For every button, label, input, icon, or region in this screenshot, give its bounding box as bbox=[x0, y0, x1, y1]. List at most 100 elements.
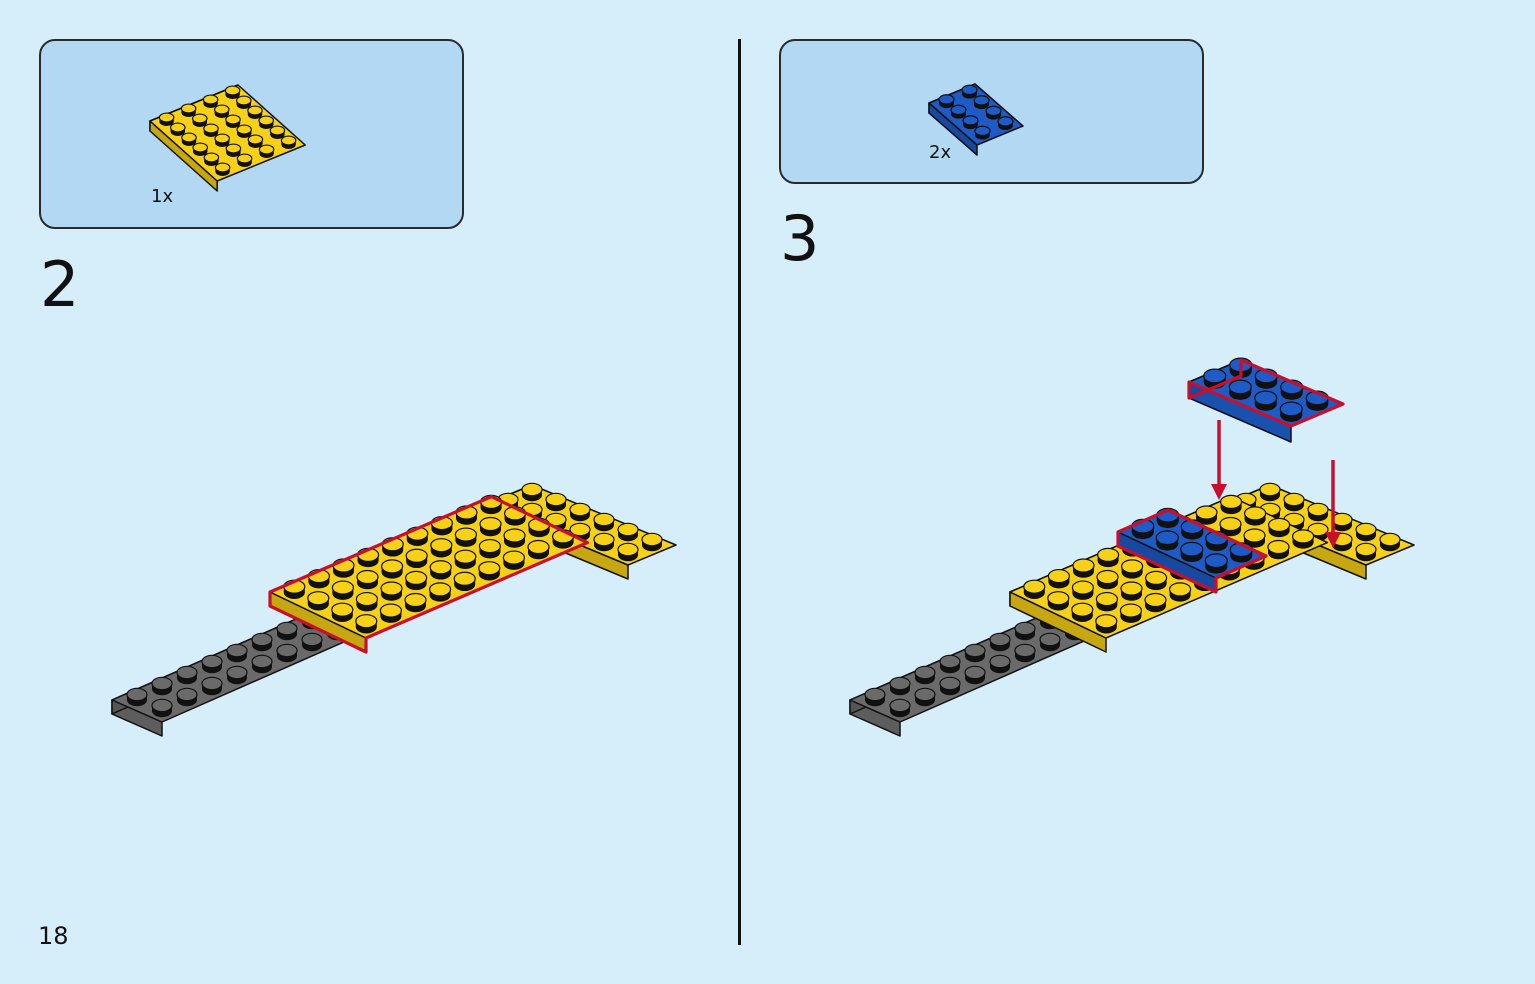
stud bbox=[1242, 550, 1266, 570]
stud bbox=[1219, 494, 1243, 515]
stud bbox=[1180, 519, 1204, 540]
stud bbox=[326, 599, 348, 619]
stud bbox=[381, 559, 404, 579]
stud bbox=[527, 539, 550, 560]
stud bbox=[964, 643, 986, 663]
new-part-highlight bbox=[1116, 508, 1268, 594]
stud bbox=[1071, 580, 1095, 600]
stud bbox=[1203, 368, 1227, 389]
stud bbox=[1145, 548, 1168, 569]
stud bbox=[251, 654, 273, 674]
new-part-highlight bbox=[1187, 358, 1345, 428]
stud bbox=[381, 537, 404, 557]
step-3-model bbox=[849, 357, 1415, 737]
stud bbox=[355, 614, 378, 634]
stud bbox=[1064, 599, 1086, 619]
stud bbox=[307, 568, 330, 589]
stud bbox=[1180, 541, 1204, 563]
stud bbox=[617, 522, 639, 542]
yellow-plate-base bbox=[1221, 482, 1415, 580]
stud bbox=[326, 621, 348, 641]
stud bbox=[1039, 632, 1061, 652]
stud bbox=[454, 527, 477, 547]
stud bbox=[1355, 522, 1377, 542]
stud bbox=[479, 516, 502, 537]
step-number: 3 bbox=[780, 202, 820, 275]
yellow-plate-new bbox=[268, 494, 590, 654]
stud bbox=[376, 599, 398, 619]
stud bbox=[151, 676, 173, 696]
stud bbox=[1120, 559, 1144, 579]
stud bbox=[201, 676, 223, 696]
stud bbox=[1156, 507, 1180, 529]
stud bbox=[1254, 390, 1278, 411]
stud bbox=[480, 494, 503, 515]
stud bbox=[1114, 599, 1136, 619]
stud bbox=[1072, 558, 1095, 578]
stud bbox=[226, 643, 248, 663]
stud bbox=[351, 588, 373, 608]
stud bbox=[1144, 570, 1168, 591]
stud bbox=[1279, 401, 1303, 422]
stud bbox=[497, 492, 519, 512]
stud bbox=[1307, 502, 1329, 522]
stud bbox=[551, 529, 575, 549]
stud bbox=[1169, 560, 1192, 580]
stud bbox=[1144, 592, 1167, 613]
stud bbox=[593, 512, 615, 532]
gray-plate bbox=[111, 588, 413, 737]
stud bbox=[1064, 621, 1086, 641]
parts-callout-step-2: 1x bbox=[39, 39, 464, 229]
stud bbox=[889, 698, 911, 718]
stud bbox=[454, 549, 477, 569]
stud bbox=[1168, 582, 1192, 602]
stud bbox=[332, 558, 355, 578]
step-2-model bbox=[111, 482, 677, 737]
stud bbox=[1023, 579, 1046, 599]
stud bbox=[527, 517, 551, 538]
stud bbox=[351, 610, 373, 630]
stud bbox=[226, 665, 248, 685]
stud bbox=[1195, 505, 1218, 525]
stud bbox=[1096, 547, 1120, 568]
stud bbox=[503, 528, 526, 548]
stud bbox=[1229, 542, 1253, 563]
blue-plate-floating bbox=[1187, 357, 1345, 443]
stud bbox=[617, 542, 639, 562]
stud bbox=[430, 515, 453, 536]
stud bbox=[1355, 542, 1377, 562]
stud bbox=[1218, 538, 1242, 559]
stud bbox=[1254, 368, 1278, 389]
stud bbox=[380, 581, 403, 601]
stud bbox=[1243, 528, 1266, 548]
stud bbox=[453, 571, 476, 592]
stud bbox=[989, 654, 1011, 674]
stud bbox=[569, 502, 591, 522]
stud bbox=[176, 687, 198, 707]
stud bbox=[405, 548, 428, 569]
stud bbox=[331, 580, 354, 600]
stud bbox=[502, 550, 526, 570]
stud bbox=[1170, 538, 1193, 558]
stud bbox=[1170, 515, 1194, 536]
placement-arrows bbox=[1211, 420, 1341, 548]
gray-plate bbox=[849, 588, 1151, 737]
stud bbox=[283, 579, 306, 599]
stud bbox=[404, 592, 427, 613]
stud bbox=[521, 502, 543, 522]
stud bbox=[307, 591, 330, 611]
stud bbox=[1194, 527, 1218, 547]
stud bbox=[939, 676, 961, 696]
stud bbox=[301, 610, 323, 630]
stud bbox=[1194, 549, 1217, 569]
stud bbox=[430, 538, 453, 558]
step-number: 2 bbox=[40, 248, 80, 321]
yellow-plate-base bbox=[483, 482, 677, 580]
stud bbox=[1305, 390, 1329, 411]
stud bbox=[1204, 553, 1228, 574]
stud bbox=[201, 654, 223, 674]
stud bbox=[331, 602, 354, 622]
stud bbox=[151, 698, 173, 718]
yellow-plate-4x6 bbox=[1009, 494, 1329, 653]
stud bbox=[126, 687, 148, 707]
